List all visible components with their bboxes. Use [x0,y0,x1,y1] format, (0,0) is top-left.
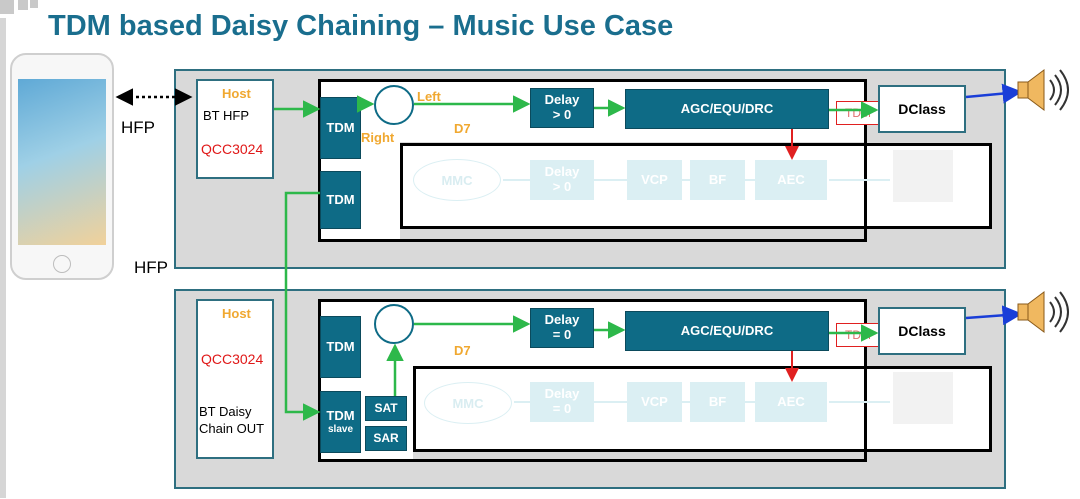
top-bf-faint: BF [690,160,745,200]
bottom-d7-label: D7 [454,343,471,358]
bottom-sar-box: SAR [365,426,407,451]
top-host-box [196,79,274,179]
top-chip-label: QCC3024 [201,141,264,157]
top-mixer-circle [374,85,414,125]
top-vcp-faint: VCP [627,160,682,200]
bottom-tdm-slave: TDM slave [320,391,361,453]
bottom-slave-label: slave [327,423,354,435]
speaker-icon [1017,291,1069,333]
bottom-tdm-1: TDM [320,316,361,378]
top-mmc-faint: MMC [413,159,501,201]
top-dclass-box: DClass [878,85,966,133]
top-agc-box: AGC/EQU/DRC [625,89,829,129]
top-aec-faint: AEC [755,160,827,200]
bottom-vcp-faint: VCP [627,382,682,422]
bottom-delay-faint: Delay = 0 [530,382,594,422]
bottom-dsp-box [318,299,867,462]
top-bt-label: BT HFP [203,108,249,123]
phone-screen [18,79,106,245]
decor-square [0,0,14,14]
bottom-tdm-slave-label: TDM [326,407,355,423]
decor-square [30,0,38,8]
top-dclass-to-speaker [965,83,1023,104]
top-tdm-1: TDM [320,97,361,159]
hfp-phone-label: HFP [121,118,155,137]
top-dsp-box [318,79,867,242]
top-tdm-2: TDM [320,171,361,229]
top-host-label: Host [222,86,251,101]
bottom-mixer-circle [374,304,414,344]
daisy-chain-link [284,191,321,421]
bottom-bt-label: BT Daisy Chain OUT [199,404,265,436]
top-delay-faint: Delay > 0 [530,160,594,200]
bottom-agc-box: AGC/EQU/DRC [625,311,829,351]
bottom-chip-label: QCC3024 [201,351,264,367]
bottom-host-label: Host [222,306,251,321]
decor-bar [0,18,6,498]
bottom-bf-faint: BF [690,382,745,422]
top-right-label: Right [361,130,395,145]
bottom-dclass-to-speaker [965,305,1023,326]
top-delay-box: Delay > 0 [530,88,594,128]
bottom-host-box [196,299,274,459]
bottom-aec-faint: AEC [755,382,827,422]
phone-home-button [53,255,71,273]
hfp-bottom-label: HFP [134,258,168,277]
bottom-sat-box: SAT [365,396,407,421]
phone-icon [10,53,114,280]
microphone-icon [893,150,953,202]
top-d7-label: D7 [454,121,471,136]
top-left-label: Left [417,89,441,104]
bottom-mmc-faint: MMC [424,382,512,424]
decor-square [18,0,28,10]
page-title: TDM based Daisy Chaining – Music Use Cas… [48,10,674,42]
microphone-icon [893,372,953,424]
bottom-dclass-box: DClass [878,307,966,355]
bottom-delay-box: Delay = 0 [530,308,594,348]
speaker-icon [1017,69,1069,111]
